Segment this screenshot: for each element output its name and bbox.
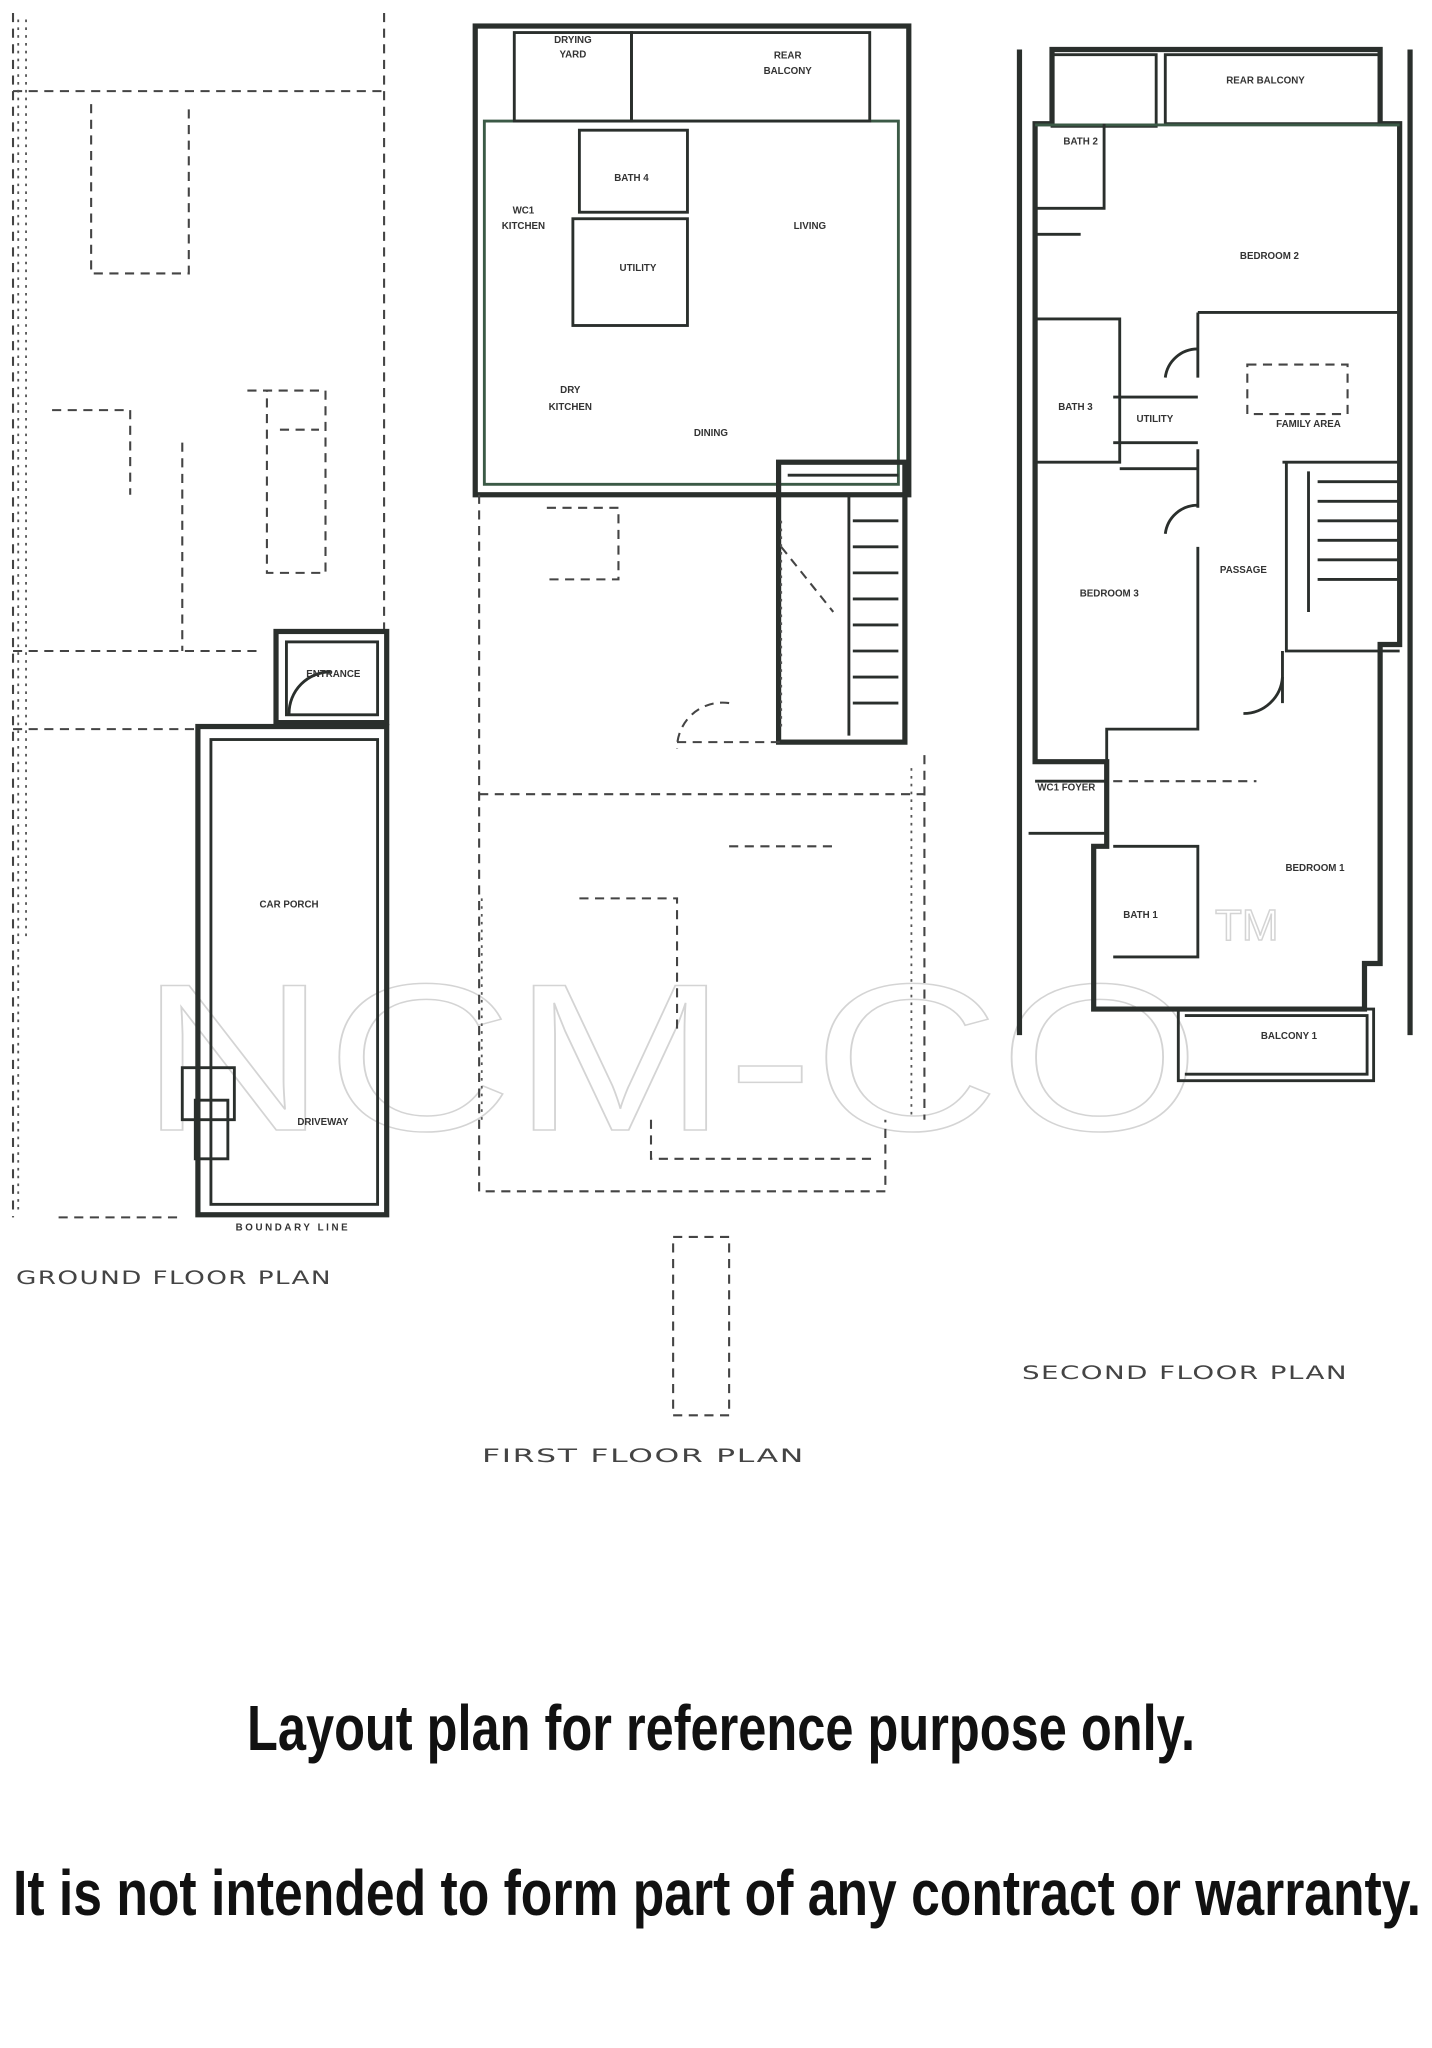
room-label-wc1: WC1	[513, 206, 535, 217]
room-label-dining: DINING	[694, 428, 728, 439]
room-label-bath-4: BATH 4	[614, 173, 649, 184]
room-label-dry-kitchen-1: DRY	[560, 385, 581, 396]
room-label-bedroom-1: BEDROOM 1	[1285, 863, 1345, 874]
first-floor-title: FIRST FLOOR PLAN	[482, 1445, 805, 1467]
room-label-entrance: ENTRANCE	[306, 669, 361, 680]
room-label-rear-balcony-2: BALCONY	[764, 66, 813, 77]
room-label-utility: UTILITY	[620, 263, 657, 274]
room-label-driveway: DRIVEWAY	[297, 1117, 349, 1128]
room-label-car-porch: CAR PORCH	[260, 899, 319, 910]
room-label-wc1-foyer: WC1 FOYER	[1037, 782, 1095, 793]
room-label-rear-balcony-1: REAR	[774, 51, 802, 62]
disclaimer-line-1: Layout plan for reference purpose only.	[247, 1692, 1195, 1764]
room-label-living: LIVING	[794, 221, 827, 232]
ground-floor-title: GROUND FLOOR PLAN	[16, 1267, 332, 1289]
second-floor-title: SECOND FLOOR PLAN	[1022, 1362, 1348, 1384]
room-label-family-area: FAMILY AREA	[1276, 419, 1341, 430]
room-label-dry-kitchen-2: KITCHEN	[549, 402, 592, 413]
watermark-text: NCM-CO	[140, 940, 1200, 1175]
watermark: NCM-CO TM	[139, 900, 1279, 1176]
room-label-bedroom-3: BEDROOM 3	[1080, 588, 1140, 599]
room-label-balcony-1: BALCONY 1	[1261, 1031, 1318, 1042]
disclaimer-line-2: It is not intended to form part of any c…	[13, 1857, 1421, 1929]
room-label-bath-3: BATH 3	[1058, 402, 1093, 413]
room-label-rear-balcony: REAR BALCONY	[1226, 75, 1305, 86]
room-label-kitchen: KITCHEN	[502, 221, 545, 232]
room-label-bath-2: BATH 2	[1063, 137, 1098, 148]
room-label-bath-1: BATH 1	[1123, 910, 1158, 921]
room-label-bedroom-2: BEDROOM 2	[1240, 251, 1300, 262]
room-label-utility-2: UTILITY	[1136, 414, 1173, 425]
room-label-drying-yard-2: YARD	[560, 49, 587, 60]
room-label-drying-yard-1: DRYING	[554, 35, 592, 46]
second-floor-plan: REAR BALCONY BATH 2 BEDROOM 2 BATH 3 UTI…	[1016, 46, 1413, 1083]
watermark-tm: TM	[1215, 901, 1279, 950]
ground-floor-plan: ENTRANCE CAR PORCH DRIVEWAY BOUNDARY LIN…	[11, 13, 390, 1233]
boundary-line-label: BOUNDARY LINE	[236, 1222, 351, 1233]
first-floor-plan: DRYING YARD REAR BALCONY BATH 4 WC1 KITC…	[472, 23, 926, 1417]
room-label-passage: PASSAGE	[1220, 565, 1267, 576]
